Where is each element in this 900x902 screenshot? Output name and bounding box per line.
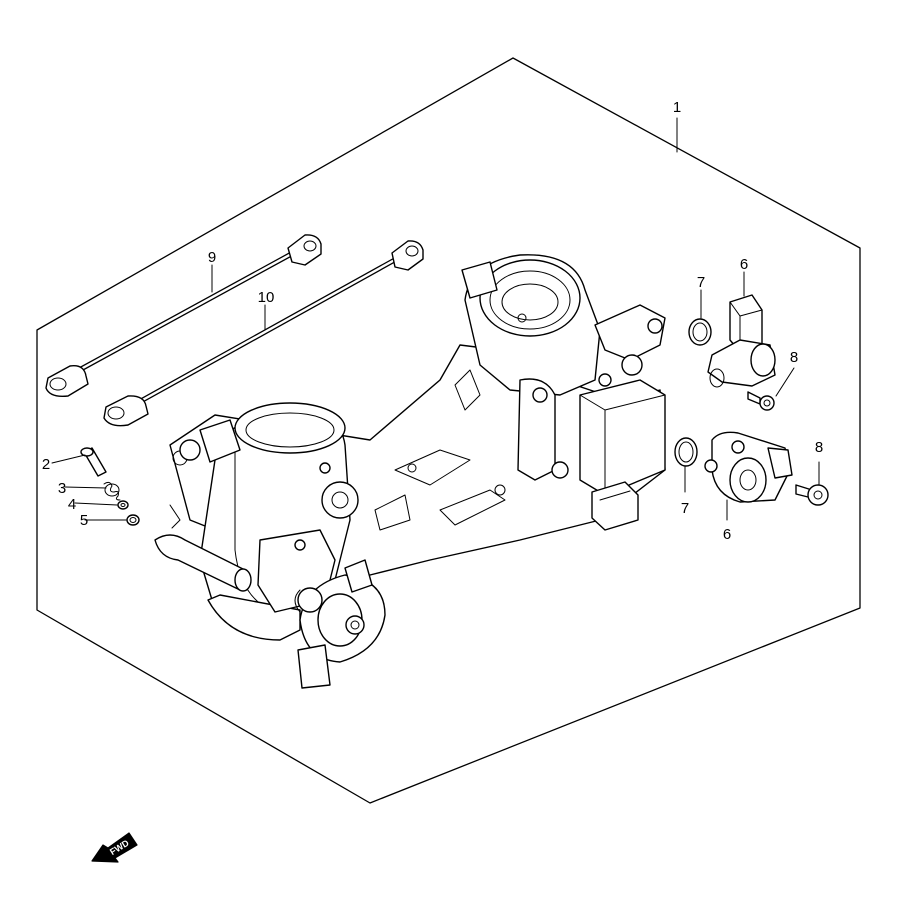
assembly-boundary [36, 57, 861, 804]
callout-8-lower: 8 [815, 439, 823, 456]
spring-part-3 [103, 481, 121, 501]
callout-8-upper: 8 [790, 349, 798, 366]
sensor-part-6-lower [704, 431, 793, 503]
throttle-body-assembly [154, 254, 666, 689]
callout-3: 3 [58, 480, 66, 497]
o-ring-part-5 [126, 514, 140, 526]
callout-10: 10 [258, 289, 275, 306]
rod-part-9 [45, 234, 322, 398]
washer-part-4 [117, 500, 129, 510]
callout-4: 4 [68, 496, 76, 513]
callout-labels: 1 9 10 2 3 4 5 7 6 8 7 6 8 [42, 99, 823, 543]
o-ring-part-7-lower [674, 437, 698, 467]
callout-5: 5 [80, 512, 88, 529]
callout-1: 1 [673, 99, 681, 116]
forward-arrow-icon: FWD [91, 832, 138, 863]
callout-6-upper: 6 [740, 256, 748, 273]
callout-2: 2 [42, 456, 50, 473]
screw-part-8-lower [795, 484, 829, 506]
sensor-part-6-upper [707, 294, 776, 388]
screw-part-2 [80, 447, 107, 477]
leader-lines [51, 117, 820, 521]
o-ring-part-7-upper [688, 318, 712, 346]
callout-7-upper: 7 [697, 274, 705, 291]
rod-part-10 [103, 240, 424, 427]
callout-9: 9 [208, 249, 216, 266]
callout-6-lower: 6 [723, 526, 731, 543]
callout-7-lower: 7 [681, 500, 689, 517]
screw-part-8-upper [747, 391, 775, 411]
